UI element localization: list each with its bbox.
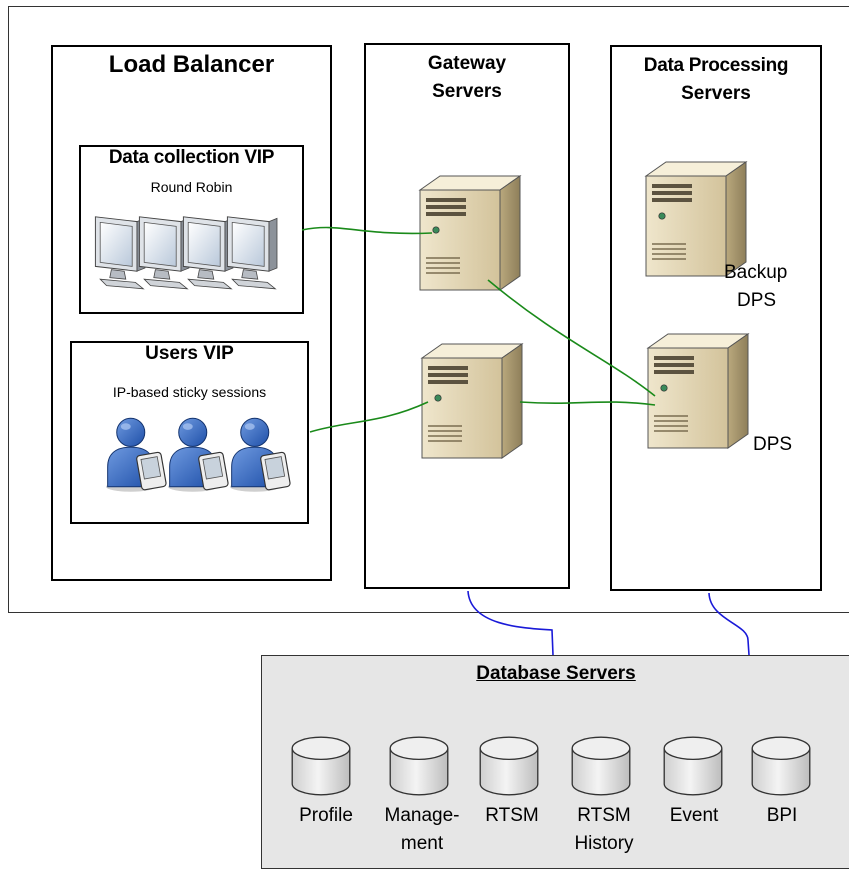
- dps-label: DPS: [753, 434, 793, 455]
- load-balancer-title: Load Balancer: [108, 51, 275, 78]
- db-label-rtsm-history: RTSM History: [562, 802, 646, 858]
- database-cylinder-icon: [389, 736, 449, 796]
- data-collection-vip-subtitle: Round Robin: [150, 179, 233, 195]
- db-label-line1: Manage-: [384, 805, 460, 826]
- db-label-line2: History: [574, 833, 634, 854]
- database-cylinder-icon: [751, 736, 811, 796]
- database-servers-title: Database Servers: [476, 663, 636, 684]
- db-label-line2: ment: [400, 833, 444, 854]
- gateway-servers-title-line1: Gateway: [427, 53, 507, 74]
- gateway-servers-title-line2: Servers: [432, 81, 502, 102]
- dps-title-line2: Servers: [681, 83, 751, 104]
- db-label-line1: RTSM: [485, 805, 539, 826]
- database-cylinder-icon: [663, 736, 723, 796]
- db-label-line1: Event: [669, 805, 719, 826]
- db-label-line1: Profile: [299, 805, 353, 826]
- database-cylinder-icon: [479, 736, 539, 796]
- db-label-management: Manage- ment: [374, 802, 470, 858]
- users-vip-subtitle: IP-based sticky sessions: [112, 384, 267, 400]
- database-cylinder-icon: [571, 736, 631, 796]
- dps-title-line1: Data Processing: [643, 55, 789, 76]
- users-vip-box: Users VIP IP-based sticky sessions: [70, 341, 309, 524]
- backup-dps-label-line2: DPS: [737, 290, 777, 311]
- db-label-bpi: BPI: [742, 802, 822, 830]
- db-label-line1: BPI: [766, 805, 798, 826]
- database-cylinder-icon: [291, 736, 351, 796]
- data-collection-vip-box: Data collection VIP Round Robin: [79, 145, 304, 314]
- data-collection-vip-title: Data collection VIP: [108, 147, 275, 168]
- db-label-event: Event: [654, 802, 734, 830]
- db-label-profile: Profile: [286, 802, 366, 830]
- users-vip-title: Users VIP: [145, 343, 234, 364]
- db-label-line1: RTSM: [577, 805, 631, 826]
- db-label-rtsm: RTSM: [472, 802, 552, 830]
- backup-dps-label-line1: Backup: [724, 262, 788, 283]
